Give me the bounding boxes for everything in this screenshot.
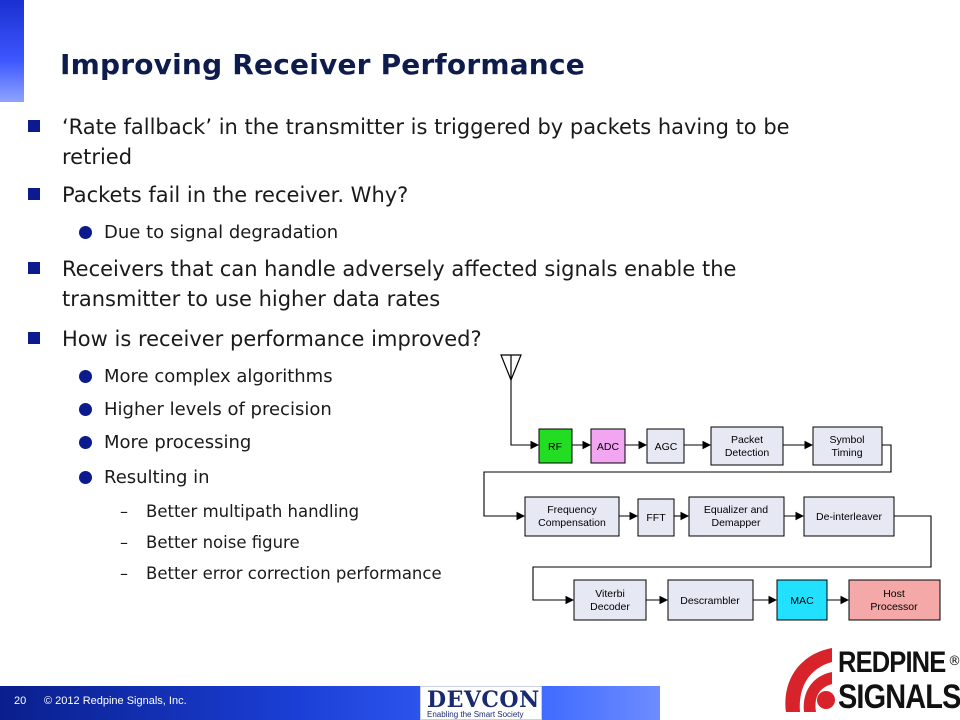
page-number: 20 <box>14 695 27 707</box>
svg-text:Demapper: Demapper <box>711 517 761 529</box>
round-bullet-icon <box>79 403 92 416</box>
square-bullet-icon <box>28 332 40 344</box>
viterbi-decoder-block: Viterbi Decoder <box>573 579 647 621</box>
accent-bar <box>0 0 24 102</box>
devcon-logo: DEVCON Enabling the Smart Society <box>420 686 542 720</box>
svg-text:Decoder: Decoder <box>590 601 630 613</box>
svg-text:Equalizer and: Equalizer and <box>704 504 768 516</box>
svg-text:AGC: AGC <box>655 441 678 453</box>
svg-text:De-interleaver: De-interleaver <box>816 511 882 523</box>
bullet-packets-fail: Packets fail in the receiver. Why? <box>28 180 842 210</box>
svg-text:MAC: MAC <box>790 595 814 607</box>
svg-text:Detection: Detection <box>725 447 770 459</box>
antenna-icon <box>500 354 522 382</box>
mac-block: MAC <box>776 579 828 621</box>
sub-bullet-precision: Higher levels of precision <box>79 398 332 422</box>
signals-wordmark: SIGNALS <box>838 678 960 716</box>
bullet-receivers-adverse: Receivers that can handle adversely affe… <box>28 254 842 314</box>
svg-text:Processor: Processor <box>870 601 918 613</box>
svg-text:Frequency: Frequency <box>547 504 597 516</box>
square-bullet-icon <box>28 188 40 200</box>
round-bullet-icon <box>79 370 92 383</box>
dash-bullet: – <box>120 502 128 521</box>
footer-bar <box>0 686 660 720</box>
frequency-compensation-block: Frequency Compensation <box>524 496 620 537</box>
copyright-text: © 2012 Redpine Signals, Inc. <box>44 695 187 707</box>
subsub-bullet-error-correction: – Better error correction performance <box>120 564 442 583</box>
dash-bullet: – <box>120 564 128 583</box>
adc-block: ADC <box>590 428 626 464</box>
deinterleaver-block: De-interleaver <box>803 496 895 537</box>
bullet-how-improved: How is receiver performance improved? <box>28 324 842 354</box>
round-bullet-icon <box>79 471 92 484</box>
rf-block: RF <box>538 428 573 464</box>
fft-block: FFT <box>637 498 675 537</box>
agc-block: AGC <box>646 428 685 464</box>
sub-bullet-processing: More processing <box>79 431 251 455</box>
square-bullet-icon <box>28 120 40 132</box>
redpine-logo-icon <box>785 648 835 712</box>
subsub-bullet-noise-figure: – Better noise figure <box>120 533 300 552</box>
packet-detection-block: Packet Detection <box>710 426 784 466</box>
square-bullet-icon <box>28 262 40 274</box>
bullet-rate-fallback: ‘Rate fallback’ in the transmitter is tr… <box>28 112 842 172</box>
equalizer-demapper-block: Equalizer and Demapper <box>688 496 785 537</box>
symbol-timing-block: Symbol Timing <box>812 426 883 466</box>
round-bullet-icon <box>79 226 92 239</box>
svg-text:FFT: FFT <box>646 512 666 524</box>
svg-text:Host: Host <box>883 588 905 600</box>
svg-text:RF: RF <box>548 441 562 453</box>
sub-bullet-complex-algorithms: More complex algorithms <box>79 365 333 389</box>
svg-text:Viterbi: Viterbi <box>595 588 625 600</box>
sub-bullet-resulting-in: Resulting in <box>79 466 210 490</box>
svg-text:Timing: Timing <box>831 447 862 459</box>
round-bullet-icon <box>79 436 92 449</box>
svg-text:Packet: Packet <box>731 434 763 446</box>
descrambler-block: Descrambler <box>667 579 754 621</box>
svg-text:Descrambler: Descrambler <box>680 595 740 607</box>
svg-text:ADC: ADC <box>597 441 620 453</box>
svg-text:Symbol: Symbol <box>829 434 864 446</box>
diagram-connectors <box>483 380 932 605</box>
dash-bullet: – <box>120 533 128 552</box>
sub-bullet-signal-degradation: Due to signal degradation <box>79 221 338 245</box>
slide-title: Improving Receiver Performance <box>60 48 585 81</box>
redpine-wordmark: REDPINE <box>838 646 946 679</box>
host-processor-block: Host Processor <box>848 579 941 621</box>
svg-text:Compensation: Compensation <box>538 517 606 529</box>
footer: 20 © 2012 Redpine Signals, Inc. DEVCON E… <box>0 686 960 720</box>
registered-mark: ® <box>948 654 960 669</box>
subsub-bullet-multipath: – Better multipath handling <box>120 502 360 521</box>
